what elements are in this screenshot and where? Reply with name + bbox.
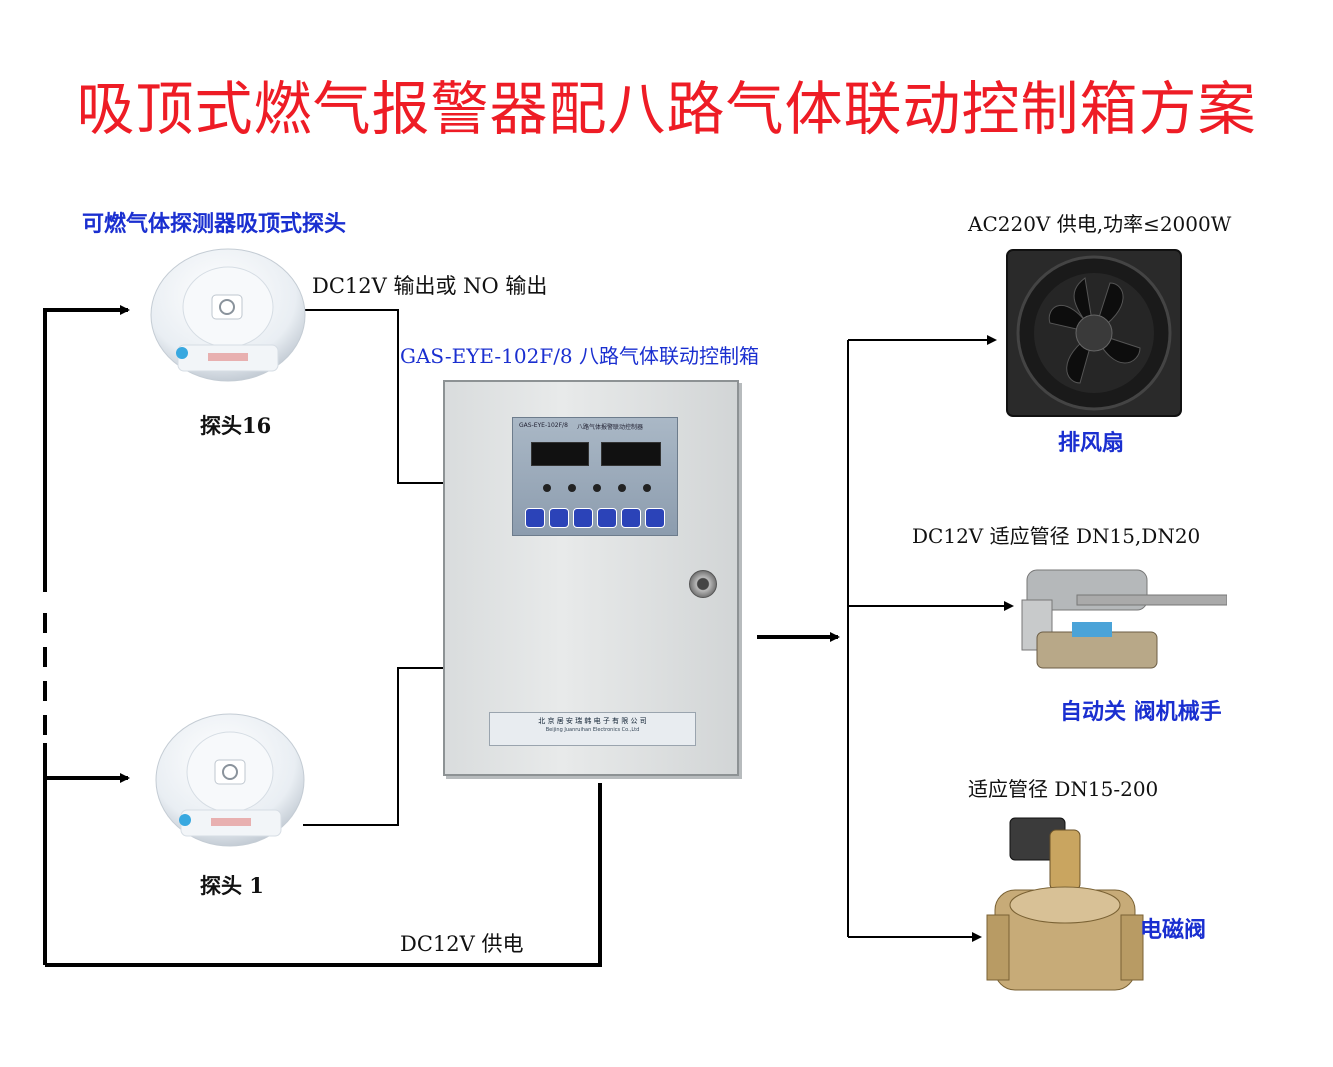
- panel-model: GAS-EYE-102F/8: [519, 422, 568, 429]
- power-return-wire: [45, 783, 602, 967]
- fan-name-label: 排风扇: [1058, 431, 1125, 456]
- probe16-signal-wire: [300, 309, 443, 484]
- nameplate-company: 北 京 居 安 瑞 韩 电 子 有 限 公 司: [538, 717, 647, 725]
- panel-title: 八路气体报警联动控制器: [577, 424, 644, 431]
- fan-spec-label: AC220V 供电,功率≤2000W: [968, 212, 1232, 236]
- probe-16-label: 探头16: [200, 413, 272, 438]
- left-bus-wire-top: [43, 305, 130, 592]
- solenoid-valve-icon: [986, 817, 1144, 991]
- nameplate-english: Beijing Juanruihan Electronics Co.,Ltd: [545, 727, 640, 733]
- controller-caption: GAS-EYE-102F/8 八路气体联动控制箱: [400, 344, 760, 368]
- manipulator-name-label: 自动关 阀机械手: [1060, 700, 1222, 725]
- probe-1-label: 探头 1: [200, 873, 264, 898]
- panel-key[interactable]: [525, 508, 545, 528]
- panel-key-up[interactable]: [573, 508, 593, 528]
- display-right: [601, 442, 661, 466]
- power-label: DC12V 供电: [400, 932, 524, 956]
- controller-box: GAS-EYE-102F/8 八路气体报警联动控制器 北 京 居 安 瑞 韩 电…: [443, 380, 739, 776]
- indicator-led: [643, 484, 651, 492]
- key-lock-icon[interactable]: [689, 570, 717, 598]
- indicator-led: [618, 484, 626, 492]
- indicator-led: [543, 484, 551, 492]
- panel-key-right[interactable]: [645, 508, 665, 528]
- solenoid-name-label: 电磁阀: [1140, 918, 1207, 943]
- indicator-led: [568, 484, 576, 492]
- exhaust-fan-icon: [1006, 249, 1182, 417]
- indicator-led: [593, 484, 601, 492]
- probe1-signal-wire: [303, 667, 443, 826]
- signal-label: DC12V 输出或 NO 输出: [312, 274, 548, 298]
- solenoid-spec-label: 适应管径 DN15-200: [968, 777, 1159, 801]
- nameplate: 北 京 居 安 瑞 韩 电 子 有 限 公 司 Beijing Juanruih…: [489, 712, 696, 746]
- display-left: [531, 442, 589, 466]
- manipulator-spec-label: DC12V 适应管径 DN15,DN20: [912, 524, 1201, 548]
- detector-probe-16: [150, 248, 306, 382]
- panel-key-left[interactable]: [621, 508, 641, 528]
- valve-manipulator-icon: [1021, 569, 1227, 669]
- detector-probe-1: [155, 713, 305, 847]
- detector-caption: 可燃气体探测器吸顶式探头: [82, 212, 347, 237]
- panel-key[interactable]: [549, 508, 569, 528]
- page-title: 吸顶式燃气报警器配八路气体联动控制箱方案: [76, 75, 1257, 143]
- controller-panel: GAS-EYE-102F/8 八路气体报警联动控制器: [512, 417, 678, 536]
- panel-key-down[interactable]: [597, 508, 617, 528]
